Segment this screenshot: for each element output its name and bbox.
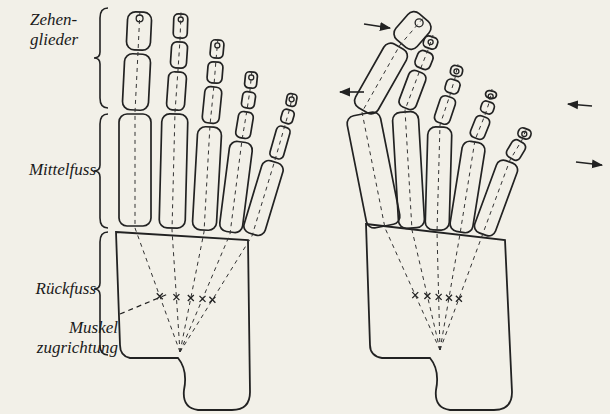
axis-line <box>362 16 440 350</box>
bone-segment <box>505 138 528 162</box>
bone-segment <box>280 108 295 125</box>
axis-line <box>180 70 252 352</box>
bone-segment <box>241 91 256 109</box>
part-label: Zehen- glieder <box>30 10 96 50</box>
axis-line <box>405 35 440 350</box>
bone-segment <box>119 114 151 226</box>
bones <box>119 8 532 352</box>
bone-segment <box>159 114 188 229</box>
force-arrow <box>340 24 602 165</box>
bone-segment <box>391 8 435 52</box>
muscle-origin-cross <box>209 297 215 303</box>
bone-segment <box>235 111 254 140</box>
muscle-origin-cross <box>200 296 206 302</box>
brace <box>94 8 108 355</box>
muscle-origin-cross <box>446 295 452 301</box>
bone-segment <box>219 141 253 234</box>
bone-segment <box>166 71 187 110</box>
bone-segment <box>485 90 497 99</box>
bone-segment <box>192 126 222 230</box>
bone-segment <box>173 14 188 39</box>
bone-segment <box>392 111 425 229</box>
bone-segment <box>449 140 486 234</box>
axis-line <box>180 38 218 352</box>
part-label: Mittelfuss <box>10 160 96 180</box>
muscle-origin-cross <box>157 293 163 299</box>
hindfoot-outline <box>116 232 250 410</box>
muscle-origin-cross <box>436 294 442 300</box>
axis-line <box>440 89 492 350</box>
axis-line <box>440 127 527 350</box>
bone-segment <box>285 93 297 107</box>
axis-line <box>172 12 181 352</box>
muscle-origin-cross <box>188 295 194 301</box>
bone-segment <box>479 100 495 115</box>
axis-line <box>180 92 293 352</box>
muscle-origin-cross <box>173 294 179 300</box>
muscle-origin-cross <box>424 293 430 299</box>
muscle-origin-cross <box>456 296 462 302</box>
bone-segment <box>122 53 151 110</box>
axis-line <box>135 10 180 352</box>
muscle-origin-cross <box>412 292 418 298</box>
part-label: Rückfuss <box>14 279 96 299</box>
part-label: Muskel zugrichtung <box>8 318 118 358</box>
leader-line <box>120 294 168 314</box>
nail-mark <box>249 75 254 80</box>
